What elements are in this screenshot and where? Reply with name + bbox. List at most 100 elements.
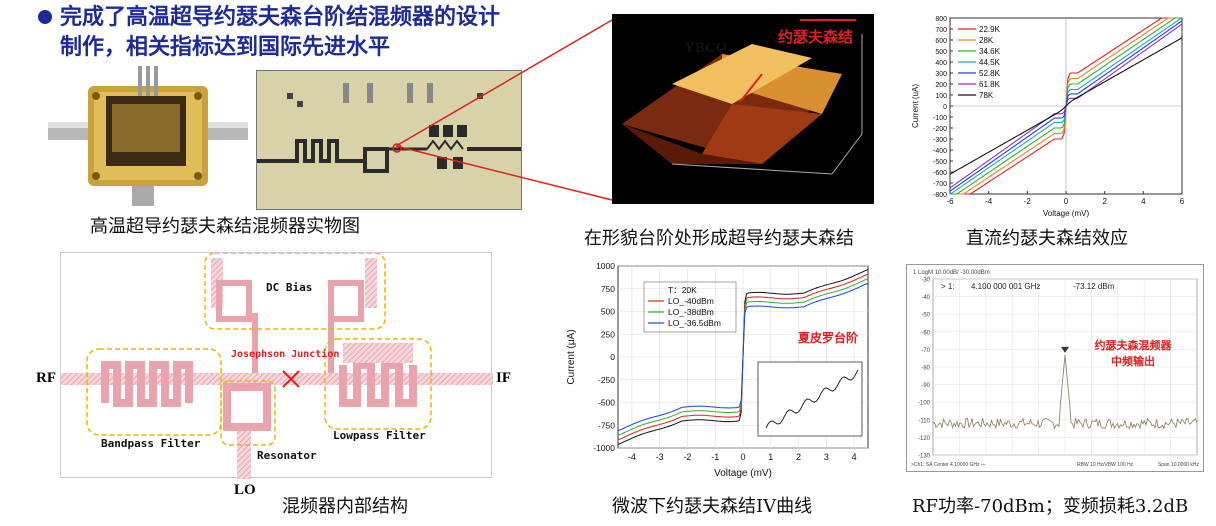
chip-photo [256, 70, 522, 210]
y-tick-label: 0 [943, 104, 947, 111]
resonator-label: Resonator [257, 449, 317, 462]
lowpass-filter-label: Lowpass Filter [333, 429, 426, 442]
y-axis-label: Current (μA) [566, 329, 577, 384]
mixer-layout [61, 252, 493, 479]
josephson-junction-label: Josephson Junction [231, 349, 340, 360]
legend-label: 22.9K [979, 25, 1001, 34]
y-tick-label: 700 [935, 27, 947, 34]
x-tick-label: 2 [1102, 197, 1107, 206]
y-axis-label: Current (uA) [911, 84, 920, 128]
x-axis-label: Voltage (mV) [1043, 209, 1090, 218]
legend-label: 52.8K [979, 69, 1001, 78]
inset-curve [765, 369, 859, 429]
y-tick-label: -70 [921, 348, 930, 354]
afm-junction-label: 约瑟夫森结 [778, 28, 854, 46]
slide-title: 完成了高温超导约瑟夫森台阶结混频器的设计 制作，相关指标达到国际先进水平 [60, 2, 560, 62]
marker-frequency: 4.100 000 001 GHz [971, 282, 1040, 291]
y-tick-label: -90 [921, 383, 930, 389]
legend-label: 78K [979, 91, 994, 100]
y-tick-label: 600 [935, 38, 947, 45]
y-tick-label: -600 [933, 170, 947, 177]
afm-image: YBCO 约瑟夫森结 [612, 14, 874, 204]
legend-label: LO_-36.5dBm [668, 318, 721, 328]
x-tick-label: 3 [824, 452, 829, 462]
y-tick-label: 1000 [596, 261, 615, 271]
y-tick-label: 300 [935, 71, 947, 78]
y-tick-label: -250 [598, 375, 615, 385]
x-tick-label: 0 [1064, 197, 1069, 206]
mixer-structure-diagram: DC Bias Josephson Junction Bandpass Filt… [60, 252, 493, 479]
legend-box [643, 281, 737, 333]
footer-right: Span 10.0000 kHz [1158, 462, 1200, 468]
y-tick-label: 800 [935, 16, 947, 23]
caption-spectrum: RF功率-70dBm；变频损耗3.2dB [912, 496, 1189, 517]
spectrum-analyzer: 1 LogM 10.00dB/ -30.00dBm-30-40-50-60-70… [906, 264, 1204, 472]
x-tick-label: -2 [683, 452, 691, 462]
annotation-line-1: 约瑟夫森混频器 [1095, 338, 1173, 352]
caption-device-photo: 高温超导约瑟夫森结混频器实物图 [90, 216, 360, 237]
marker-label: > 1: [941, 282, 955, 291]
y-tick-label: -120 [918, 436, 931, 442]
afm-ybco-label: YBCO [684, 40, 728, 56]
y-tick-label: -1000 [593, 443, 615, 453]
x-tick-label: -6 [946, 197, 954, 206]
spectrum-title: 1 LogM 10.00dB/ -30.00dBm [913, 270, 990, 276]
y-tick-label: 250 [601, 329, 615, 339]
title-line-1: 完成了高温超导约瑟夫森台阶结混频器的设计 [60, 4, 501, 30]
y-tick-label: -500 [933, 159, 947, 166]
legend-label: LO_-38dBm [668, 307, 714, 317]
legend-label: 34.6K [979, 47, 1001, 56]
x-tick-label: 2 [796, 452, 801, 462]
caption-dc-iv: 直流约瑟夫森结效应 [966, 228, 1128, 249]
footer-left: >Ch1: SA Center 4.10000 GHz — [911, 462, 986, 468]
x-tick-label: 0 [740, 452, 745, 462]
y-tick-label: -30 [921, 278, 930, 284]
spectrum-trace [932, 354, 1198, 431]
x-tick-label: -4 [628, 452, 636, 462]
x-tick-label: -3 [656, 452, 664, 462]
x-tick-label: -4 [985, 197, 993, 206]
x-tick-label: 4 [852, 452, 857, 462]
dc-bias-label: DC Bias [266, 281, 313, 294]
x-tick-label: 1 [768, 452, 773, 462]
y-tick-label: -300 [933, 137, 947, 144]
y-tick-label: -700 [933, 181, 947, 188]
y-tick-label: 500 [935, 49, 947, 56]
inset-frame [757, 361, 863, 437]
y-tick-label: -500 [598, 398, 615, 408]
x-tick-label: 6 [1180, 197, 1185, 206]
caption-structure: 混频器内部结构 [282, 496, 408, 517]
x-tick-label: 4 [1141, 197, 1146, 206]
legend-label: 28K [979, 36, 994, 45]
series-line [949, 37, 1183, 175]
marker-1-icon [1061, 346, 1069, 353]
y-tick-label: -130 [918, 454, 931, 460]
legend-label: 44.5K [979, 58, 1001, 67]
series-line [617, 282, 869, 432]
legend-label: T：20K [668, 285, 697, 295]
footer-mid: RBW 10 Hz/VBW 100 Hz [1077, 462, 1134, 468]
y-tick-label: -100 [933, 115, 947, 122]
rf-port-label: RF [36, 370, 56, 386]
y-tick-label: -110 [918, 418, 930, 424]
y-tick-label: 750 [601, 284, 615, 294]
bandpass-filter-label: Bandpass Filter [101, 437, 201, 450]
y-tick-label: -100 [918, 401, 931, 407]
caption-afm: 在形貌台阶处形成超导约瑟夫森结 [584, 228, 854, 249]
y-tick-label: 400 [935, 60, 947, 67]
x-tick-label: -2 [1024, 197, 1032, 206]
y-tick-label: 500 [601, 307, 615, 317]
marker-value: -73.12 dBm [1073, 282, 1115, 291]
y-tick-label: 100 [935, 93, 947, 100]
x-axis-label: Voltage (mV) [714, 468, 772, 479]
y-tick-label: 200 [935, 82, 947, 89]
if-port-label: IF [496, 370, 511, 386]
device-package-photo [48, 66, 248, 206]
spectrum-plot: 1 LogM 10.00dB/ -30.00dBm-30-40-50-60-70… [911, 270, 1200, 468]
title-line-2: 制作，相关指标达到国际先进水平 [60, 34, 391, 60]
y-tick-label: 0 [610, 352, 615, 362]
